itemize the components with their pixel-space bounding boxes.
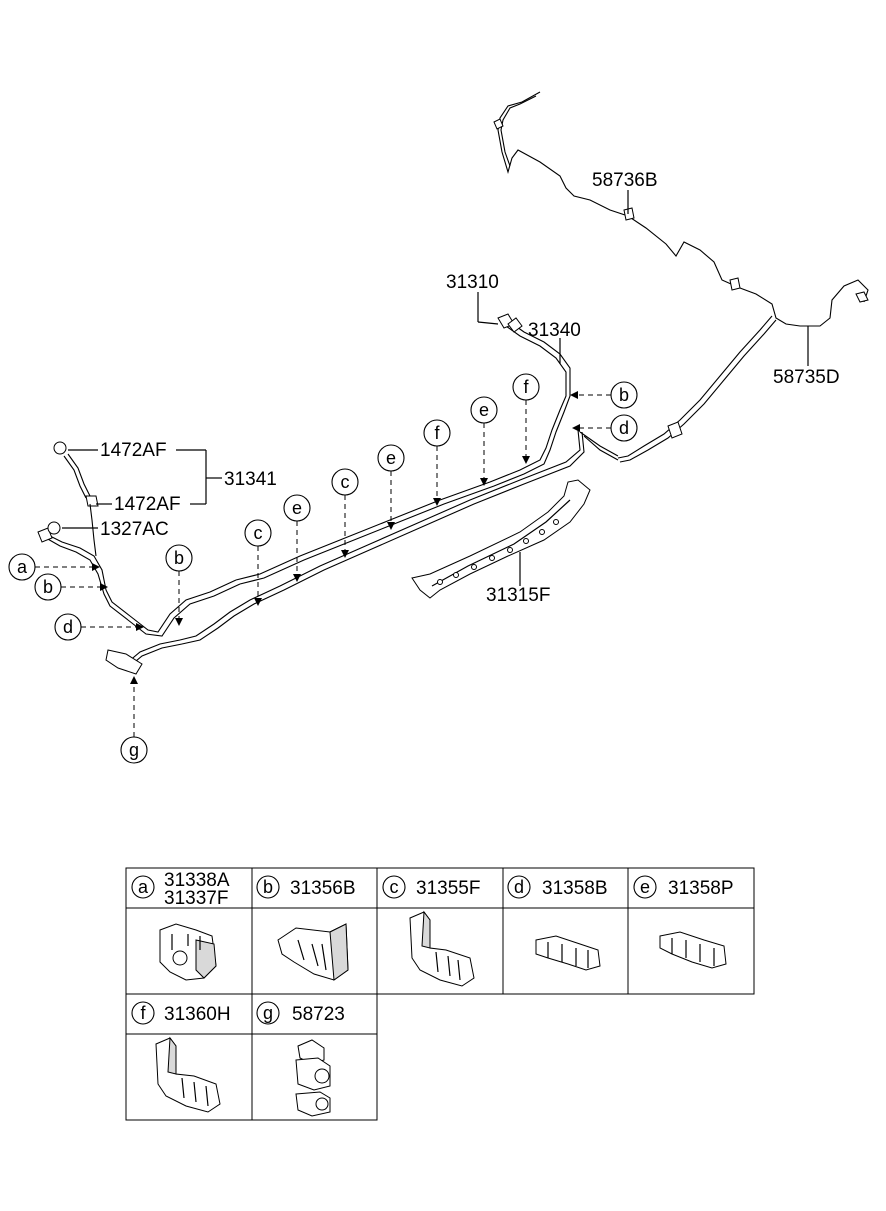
svg-text:d: d bbox=[63, 617, 73, 637]
parts-cell-d: d 31358B bbox=[507, 875, 608, 971]
clip-g-icon bbox=[295, 1039, 331, 1117]
svg-text:e: e bbox=[386, 448, 396, 468]
clip-c-icon bbox=[409, 910, 475, 987]
part-code-31338A: 31338A bbox=[164, 870, 230, 891]
svg-text:e: e bbox=[640, 877, 650, 897]
svg-text:b: b bbox=[174, 548, 184, 568]
clip-a-icon bbox=[159, 923, 217, 981]
svg-text:d: d bbox=[514, 877, 524, 897]
svg-text:e: e bbox=[292, 498, 302, 518]
callout-e-1: e bbox=[283, 494, 311, 582]
clip-b-icon bbox=[277, 923, 349, 981]
label-31310: 31310 bbox=[446, 272, 499, 293]
part-code-31360H: 31360H bbox=[164, 1004, 231, 1025]
svg-text:f: f bbox=[140, 1003, 146, 1023]
svg-text:b: b bbox=[43, 577, 53, 597]
part-code-31358P: 31358P bbox=[668, 878, 734, 899]
callout-f-2: f bbox=[512, 373, 540, 464]
svg-text:d: d bbox=[619, 418, 629, 438]
svg-text:g: g bbox=[263, 1003, 273, 1023]
callout-g: g bbox=[120, 676, 148, 764]
clip-d-icon bbox=[535, 935, 601, 971]
clip-f-icon bbox=[155, 1036, 221, 1113]
callout-c-2: c bbox=[331, 468, 359, 558]
clip-e-icon bbox=[659, 931, 727, 969]
callout-f-1: f bbox=[423, 419, 451, 506]
callout-e-3: e bbox=[470, 396, 498, 486]
label-31315F: 31315F bbox=[486, 585, 550, 606]
svg-text:c: c bbox=[390, 877, 399, 897]
label-1472AF-bottom: 1472AF bbox=[114, 494, 181, 515]
label-31341: 31341 bbox=[224, 469, 277, 490]
parts-cell-f: f 31360H bbox=[131, 1001, 231, 1113]
parts-cell-a: a 31338A 31337F bbox=[131, 870, 230, 981]
part-code-31355F: 31355F bbox=[416, 878, 480, 899]
callout-b-left: b bbox=[34, 573, 108, 601]
callout-e-2: e bbox=[377, 444, 405, 530]
line-lower-left bbox=[37, 441, 241, 675]
svg-text:b: b bbox=[619, 385, 629, 405]
line-58736B bbox=[493, 91, 869, 463]
svg-text:c: c bbox=[254, 523, 263, 543]
label-58735D: 58735D bbox=[773, 367, 840, 388]
part-code-31337F: 31337F bbox=[164, 888, 228, 909]
parts-cell-e: e 31358P bbox=[633, 875, 734, 969]
svg-text:b: b bbox=[263, 877, 273, 897]
callout-a: a bbox=[8, 553, 100, 581]
svg-text:g: g bbox=[129, 740, 139, 760]
svg-text:f: f bbox=[434, 423, 440, 443]
label-1327AC: 1327AC bbox=[100, 519, 169, 540]
parts-table: a 31338A 31337F b 31356B c 31 bbox=[125, 867, 755, 1121]
part-code-31358B: 31358B bbox=[542, 878, 608, 899]
svg-text:c: c bbox=[341, 472, 350, 492]
callout-d-left: d bbox=[54, 613, 144, 641]
callout-d-right: d bbox=[572, 414, 638, 442]
svg-text:e: e bbox=[479, 400, 489, 420]
callout-b-right: b bbox=[570, 381, 638, 409]
label-31340: 31340 bbox=[528, 320, 581, 341]
parts-cell-g: g 58723 bbox=[256, 1001, 345, 1117]
callout-b-mid: b bbox=[165, 544, 193, 626]
svg-text:a: a bbox=[138, 877, 149, 897]
parts-cell-b: b 31356B bbox=[256, 875, 356, 981]
svg-text:f: f bbox=[523, 377, 529, 397]
parts-cell-c: c 31355F bbox=[382, 875, 480, 987]
callout-c-1: c bbox=[244, 519, 272, 606]
part-code-31356B: 31356B bbox=[290, 878, 356, 899]
svg-text:a: a bbox=[17, 557, 28, 577]
label-58736B: 58736B bbox=[592, 170, 658, 191]
heat-shield-31315F bbox=[411, 479, 591, 599]
part-code-58723: 58723 bbox=[292, 1004, 345, 1025]
label-1472AF-top: 1472AF bbox=[100, 440, 167, 461]
